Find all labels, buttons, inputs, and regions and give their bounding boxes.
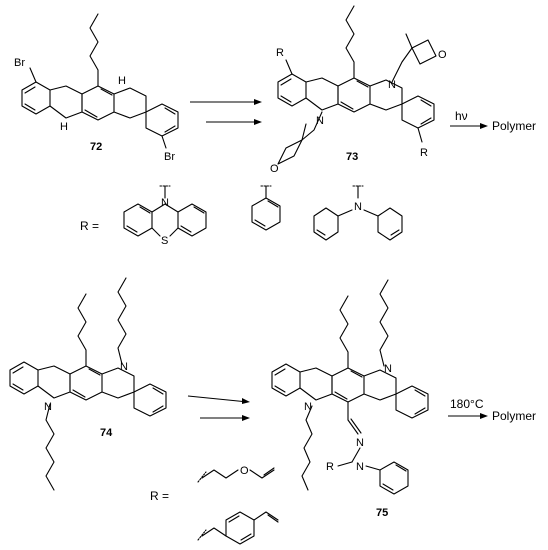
bromine-label-top: Br xyxy=(14,57,25,69)
n-label-75-left: N xyxy=(304,401,312,413)
top-polymer-label: Polymer xyxy=(492,119,536,133)
compound-73-label: 73 xyxy=(346,151,358,163)
r-option-vinylbenzyl xyxy=(197,511,279,545)
phenothiazine-n-label: N xyxy=(161,197,169,209)
bromine-label-bottom: Br xyxy=(164,151,175,163)
top-r-equals-label: R = xyxy=(80,219,99,233)
n-label-73-left: N xyxy=(316,115,324,127)
bottom-reaction-arrows xyxy=(187,395,250,421)
bottom-r-equals-label: R = xyxy=(150,489,169,503)
n-label-73-right: N xyxy=(388,79,396,91)
top-final-arrow xyxy=(450,123,488,129)
nh-label-right: H xyxy=(118,75,126,87)
vinyl-ether-o-label: O xyxy=(240,465,249,477)
bottom-scheme: N N 74 xyxy=(9,277,536,545)
compound-75-structure xyxy=(271,279,429,495)
r-label-73-bottom: R xyxy=(420,147,428,159)
o-label-73-left: O xyxy=(270,163,279,175)
hydrazone-n1-label: N xyxy=(356,437,364,449)
hydrazone-n2-label: N xyxy=(356,461,364,473)
top-condition-label: hν xyxy=(455,109,468,123)
phenothiazine-s-label: S xyxy=(161,235,168,247)
compound-74-structure xyxy=(9,277,167,491)
compound-73-structure xyxy=(277,5,437,165)
compound-75-label: 75 xyxy=(376,507,388,519)
top-scheme: Br Br H H 72 xyxy=(14,5,536,247)
r-option-diphenylamine xyxy=(313,185,403,241)
r-option-phenothiazine xyxy=(123,185,207,237)
nh-label-left: H xyxy=(60,121,68,133)
compound-72-label: 72 xyxy=(90,141,102,153)
r-option-phenyl xyxy=(251,185,281,231)
r-option-vinyloxyethyl xyxy=(197,467,275,483)
top-reaction-arrows xyxy=(190,99,262,125)
bottom-condition-label: 180°C xyxy=(450,397,484,411)
n-label-75-right: N xyxy=(384,363,392,375)
n-label-74-right: N xyxy=(120,361,128,373)
n-label-74-left: N xyxy=(44,401,52,413)
bottom-polymer-label: Polymer xyxy=(492,409,536,423)
bottom-final-arrow xyxy=(448,413,488,419)
r-label-75: R xyxy=(326,461,334,473)
compound-72-structure xyxy=(21,13,179,149)
r-label-73-top: R xyxy=(276,47,284,59)
o-label-73-right: O xyxy=(438,49,447,61)
compound-74-label: 74 xyxy=(100,427,113,439)
diphenylamine-n-label: N xyxy=(354,201,362,213)
